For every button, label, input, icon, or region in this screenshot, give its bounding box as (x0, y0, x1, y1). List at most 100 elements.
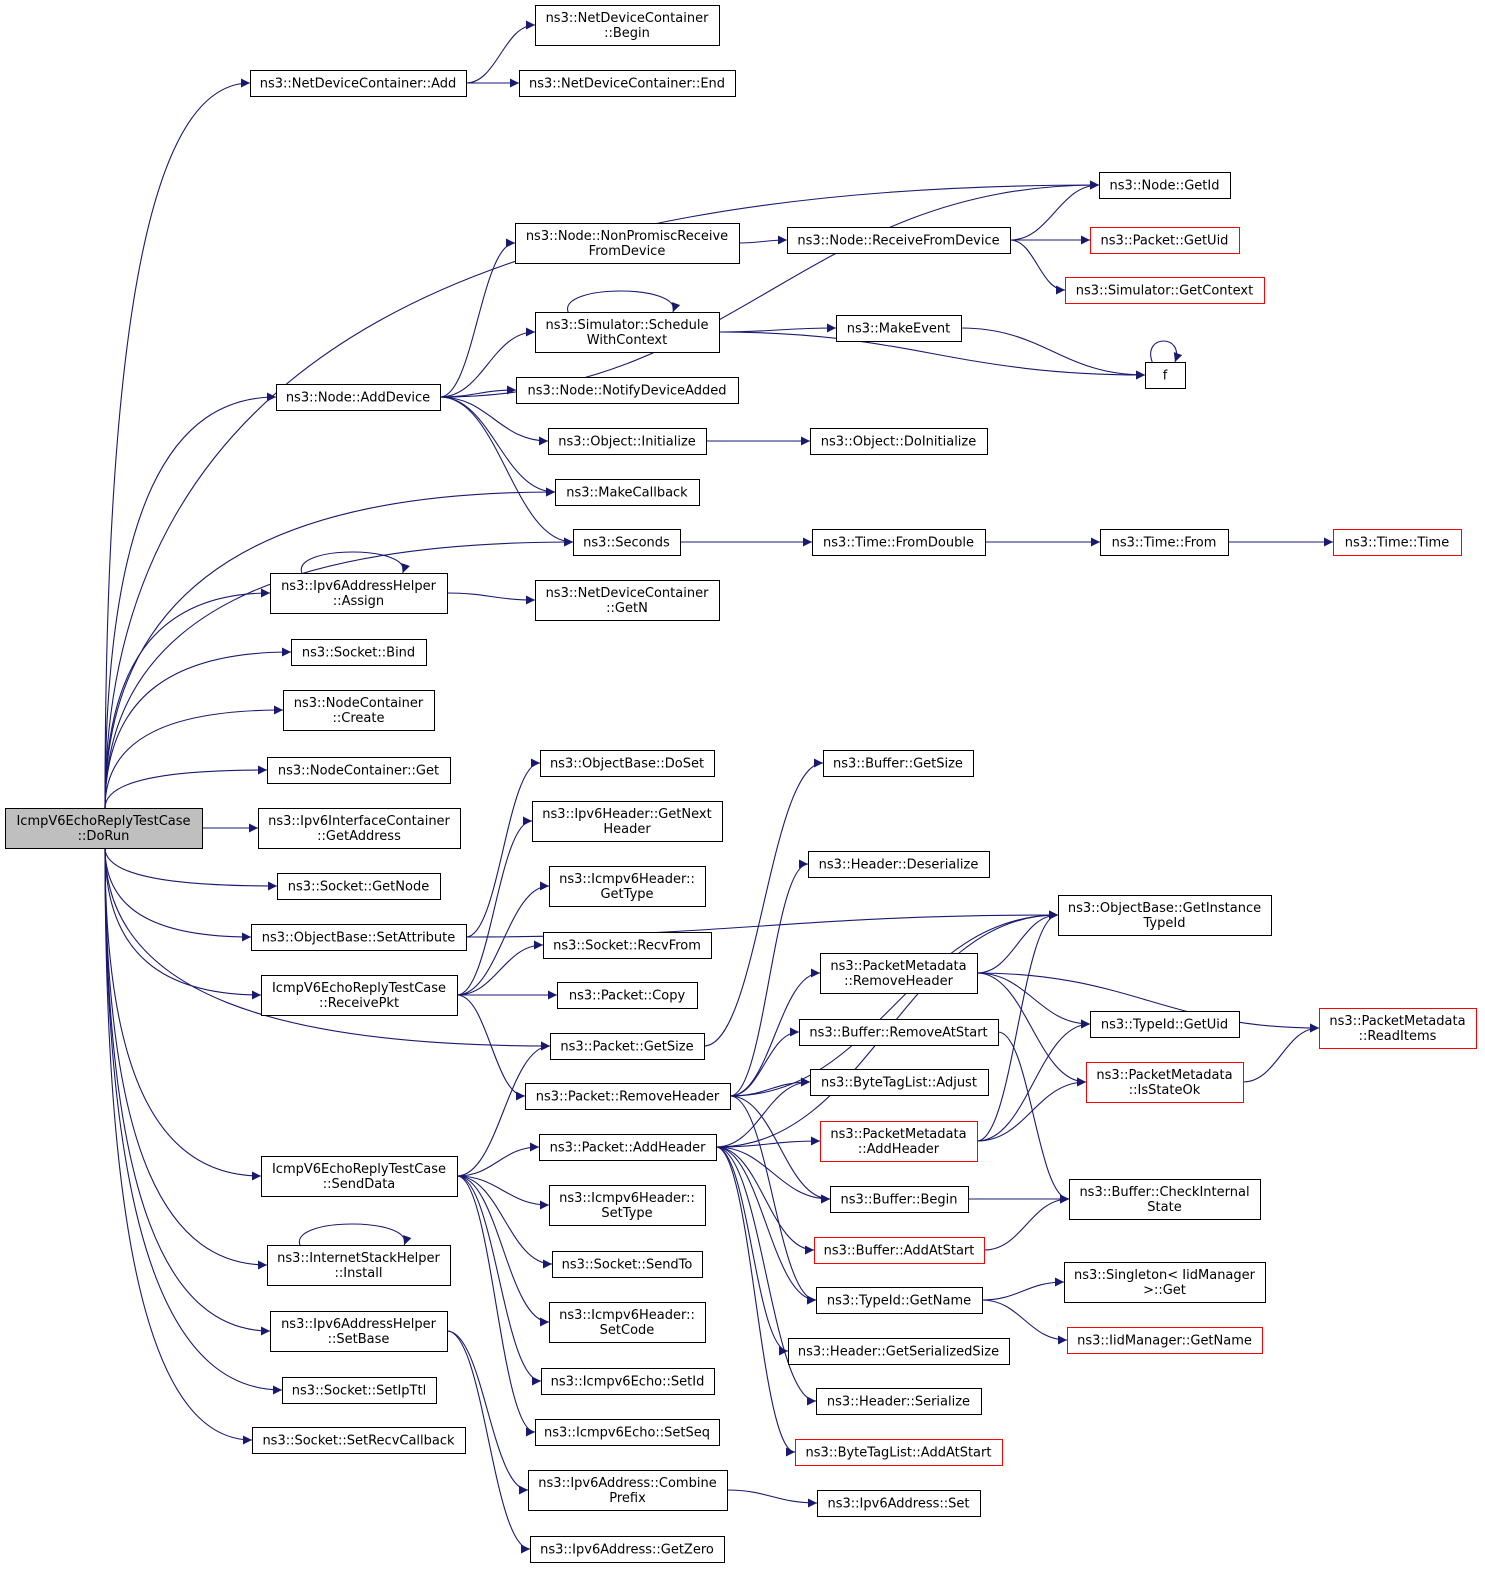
edge-root-to-ipv6AssignHelper (104, 588, 271, 809)
node-label: ns3::Buffer::RemoveAtStart (809, 1026, 987, 1041)
node-makeCb[interactable]: ns3::MakeCallback (555, 479, 700, 506)
node-ndcAdd[interactable]: ns3::NetDeviceContainer::Add (250, 70, 467, 97)
node-objBaseSetAttr[interactable]: ns3::ObjectBase::SetAttribute (251, 924, 467, 951)
node-btlAddAtStart[interactable]: ns3::ByteTagList::AddAtStart (795, 1439, 1003, 1466)
node-box (810, 428, 988, 455)
node-box (810, 1069, 989, 1096)
node-objInit[interactable]: ns3::Object::Initialize (548, 428, 707, 455)
node-iidGetName[interactable]: ns3::IidManager::GetName (1067, 1327, 1263, 1354)
node-simGetCtx[interactable]: ns3::Simulator::GetContext (1065, 277, 1265, 304)
node-hdrSerialize[interactable]: ns3::Header::Serialize (816, 1388, 982, 1415)
node-notifyDev[interactable]: ns3::Node::NotifyDeviceAdded (516, 377, 739, 404)
node-receivePkt[interactable]: IcmpV6EchoReplyTestCase::ReceivePkt (261, 975, 458, 1016)
node-typeIdGetUid[interactable]: ns3::TypeId::GetUid (1090, 1011, 1240, 1038)
node-sockSetIpTtl[interactable]: ns3::Socket::SetIpTtl (282, 1377, 437, 1404)
node-ncCreate[interactable]: ns3::NodeContainer::Create (283, 690, 435, 731)
node-inetInstall[interactable]: ns3::InternetStackHelper::Install (267, 1245, 451, 1286)
node-box (1333, 529, 1462, 556)
node-pktAddHdr[interactable]: ns3::Packet::AddHeader (539, 1134, 717, 1161)
node-label: ns3::Socket::SendTo (562, 1258, 693, 1273)
node-box (291, 639, 427, 666)
edge-pktGetSize-to-bufGetSize (703, 758, 824, 1047)
node-pktGetUid[interactable]: ns3::Packet::GetUid (1090, 227, 1240, 254)
node-sendData[interactable]: IcmpV6EchoReplyTestCase::SendData (261, 1156, 458, 1197)
node-bufBegin[interactable]: ns3::Buffer::Begin (830, 1186, 969, 1213)
node-box (530, 1536, 725, 1563)
node-f[interactable]: f (1145, 362, 1186, 389)
node-typeIdGetName[interactable]: ns3::TypeId::GetName (816, 1287, 983, 1314)
node-box (541, 1368, 715, 1395)
node-ipv6AssignHelper[interactable]: ns3::Ipv6AddressHelper::Assign (270, 573, 448, 614)
node-bufGetSize[interactable]: ns3::Buffer::GetSize (823, 750, 974, 777)
node-root[interactable]: IcmpV6EchoReplyTestCase::DoRun (5, 808, 203, 849)
node-nodeGetId[interactable]: ns3::Node::GetId (1099, 172, 1231, 199)
node-objDoInit[interactable]: ns3::Object::DoInitialize (810, 428, 988, 455)
node-ndcBegin[interactable]: ns3::NetDeviceContainer::Begin (535, 5, 720, 46)
node-addDevice[interactable]: ns3::Node::AddDevice (276, 384, 441, 411)
node-hdrDeser[interactable]: ns3::Header::Deserialize (808, 851, 990, 878)
edge-receivePkt-to-sockRecvFrom (456, 940, 544, 996)
node-label: IcmpV6EchoReplyTestCase (272, 981, 446, 996)
node-label: ns3::Packet::RemoveHeader (536, 1090, 720, 1105)
node-nodeRecv[interactable]: ns3::Node::ReceiveFromDevice (787, 227, 1011, 254)
node-box (557, 982, 698, 1009)
node-singletonGet[interactable]: ns3::Singleton< IidManager>::Get (1064, 1262, 1266, 1303)
node-ndcEnd[interactable]: ns3::NetDeviceContainer::End (519, 70, 736, 97)
node-label: ns3::Node::NotifyDeviceAdded (527, 384, 726, 399)
node-pmRemoveHdr[interactable]: ns3::PacketMetadata::RemoveHeader (820, 953, 978, 994)
node-ndcGetN[interactable]: ns3::NetDeviceContainer::GetN (535, 580, 720, 621)
node-sockGetNode[interactable]: ns3::Socket::GetNode (277, 873, 441, 900)
node-icmpSetCode[interactable]: ns3::Icmpv6Header::SetCode (549, 1302, 706, 1343)
edge-objBaseSetAttr-to-objBaseDoSet (465, 758, 541, 938)
node-sockSendTo[interactable]: ns3::Socket::SendTo (552, 1251, 703, 1278)
node-ipv6SetBase[interactable]: ns3::Ipv6AddressHelper::SetBase (270, 1311, 448, 1352)
node-label: ns3::Icmpv6Header:: (559, 1191, 695, 1206)
node-ipv6Set[interactable]: ns3::Ipv6Address::Set (817, 1490, 981, 1517)
node-bufRemoveAtStart[interactable]: ns3::Buffer::RemoveAtStart (799, 1019, 999, 1046)
node-pmAddHdr[interactable]: ns3::PacketMetadata::AddHeader (820, 1121, 978, 1162)
node-label: FromDevice (589, 244, 666, 259)
node-pmReadItems[interactable]: ns3::PacketMetadata::ReadItems (1319, 1008, 1477, 1049)
node-pktRemoveHdr[interactable]: ns3::Packet::RemoveHeader (525, 1083, 731, 1110)
node-pktGetSize[interactable]: ns3::Packet::GetSize (550, 1033, 705, 1060)
node-objBaseDoSet[interactable]: ns3::ObjectBase::DoSet (540, 750, 715, 777)
node-sockSetRecvCb[interactable]: ns3::Socket::SetRecvCallback (252, 1427, 466, 1454)
node-echoSetId[interactable]: ns3::Icmpv6Echo::SetId (541, 1368, 715, 1395)
node-pktCopy[interactable]: ns3::Packet::Copy (557, 982, 698, 1009)
node-box (267, 757, 451, 784)
node-timeTime[interactable]: ns3::Time::Time (1333, 529, 1462, 556)
node-ipv6GetZero[interactable]: ns3::Ipv6Address::GetZero (530, 1536, 725, 1563)
node-ncGet[interactable]: ns3::NodeContainer::Get (267, 757, 451, 784)
node-bufAddAtStart[interactable]: ns3::Buffer::AddAtStart (814, 1237, 985, 1264)
edge-pktRemoveHdr-to-objBaseGetInst (729, 910, 1059, 1097)
node-btlAdjust[interactable]: ns3::ByteTagList::Adjust (810, 1069, 989, 1096)
node-icmpSetType[interactable]: ns3::Icmpv6Header::SetType (549, 1185, 706, 1226)
node-echoSetSeq[interactable]: ns3::Icmpv6Echo::SetSeq (535, 1419, 720, 1446)
node-makeEvent[interactable]: ns3::MakeEvent (836, 315, 962, 342)
node-seconds[interactable]: ns3::Seconds (573, 529, 681, 556)
node-label: ns3::NodeContainer (294, 696, 424, 711)
node-label: ns3::Object::DoInitialize (821, 435, 977, 450)
node-pmIsStateOk[interactable]: ns3::PacketMetadata::IsStateOk (1086, 1062, 1244, 1103)
node-box (535, 5, 720, 46)
node-icmpGetType[interactable]: ns3::Icmpv6Header::GetType (549, 866, 706, 907)
edge-pmRemoveHdr-to-pmReadItems (976, 972, 1320, 1033)
edge-sendData-to-icmpSetType (456, 1175, 550, 1210)
node-ipv6IfcGetAddr[interactable]: ns3::Ipv6InterfaceContainer::GetAddress (258, 808, 461, 849)
node-label: ns3::ByteTagList::Adjust (821, 1076, 977, 1091)
edge-inetInstall-to-inetInstall (299, 1223, 412, 1246)
node-label: ::ReadItems (1359, 1029, 1437, 1044)
node-label: Prefix (609, 1491, 646, 1506)
node-timeFromDouble[interactable]: ns3::Time::FromDouble (812, 529, 986, 556)
node-hdrGetSerSize[interactable]: ns3::Header::GetSerializedSize (788, 1338, 1010, 1365)
node-sockRecvFrom[interactable]: ns3::Socket::RecvFrom (543, 932, 712, 959)
node-sockBind[interactable]: ns3::Socket::Bind (291, 639, 427, 666)
node-timeFrom[interactable]: ns3::Time::From (1100, 529, 1229, 556)
edge-pktAddHdr-to-btlAdjust (715, 1077, 811, 1148)
